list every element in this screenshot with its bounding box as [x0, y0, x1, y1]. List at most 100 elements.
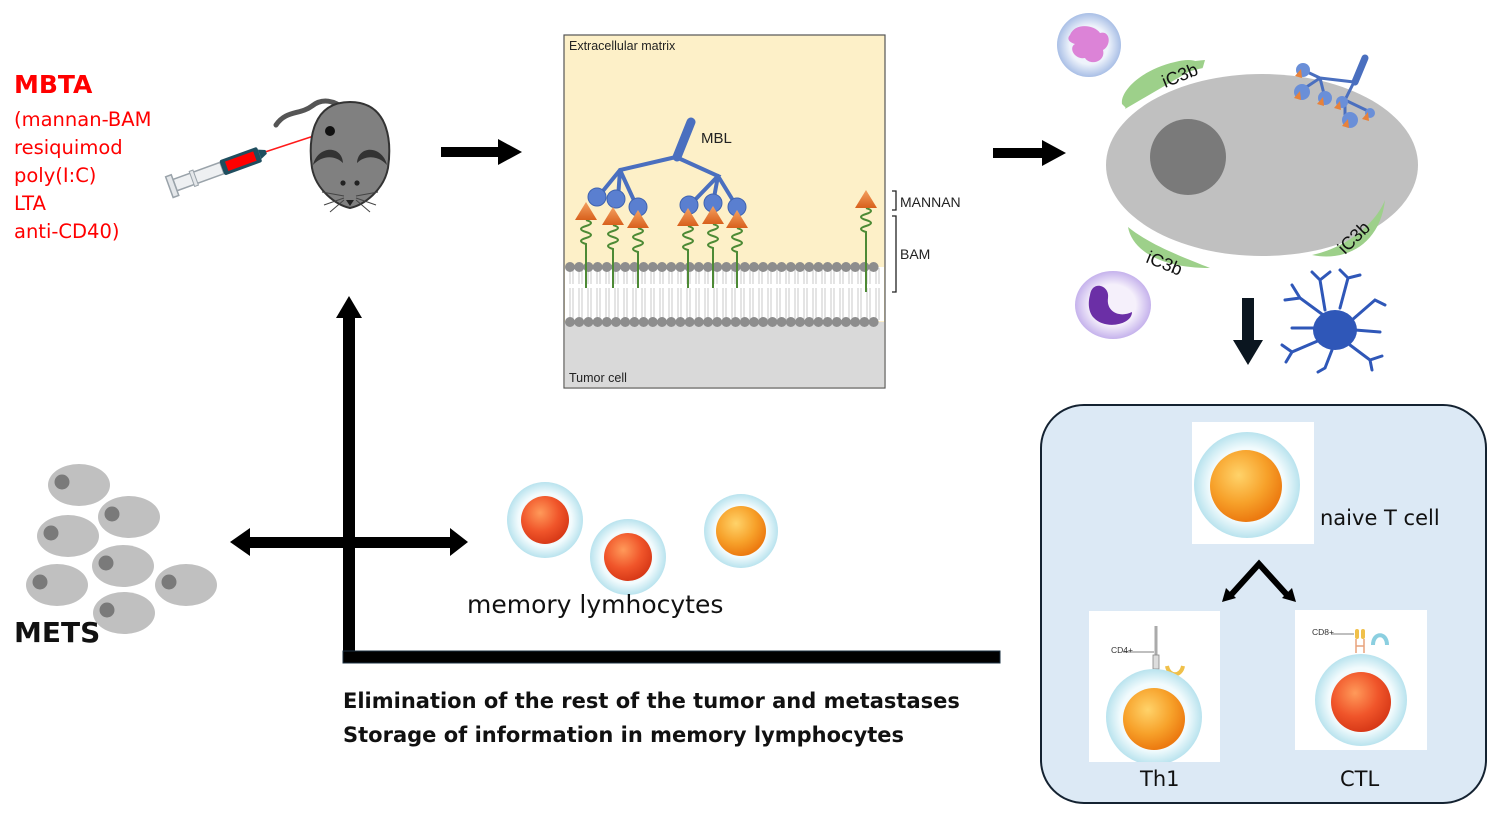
cross-arrows [230, 296, 1001, 664]
lipid-head [657, 317, 667, 327]
lipid-head [785, 262, 796, 272]
mannan-icon [855, 190, 877, 208]
metastatic-cell [48, 464, 110, 506]
lipid-head [758, 262, 769, 272]
lipid-head [822, 317, 833, 327]
th1-label: Th1 [1140, 767, 1180, 791]
mannan-bracket [892, 190, 897, 211]
lipid-head [730, 317, 741, 327]
lipid-head [583, 262, 594, 272]
lipid-head [666, 317, 677, 327]
lipid-head [850, 262, 861, 272]
memory-lymphocytes [507, 482, 778, 595]
lipid-head [868, 317, 879, 327]
lipid-head [620, 262, 631, 272]
bottom-flow-line [342, 650, 1001, 664]
treatment-component: resiquimod [14, 136, 123, 159]
lipid-head [721, 317, 732, 327]
lipid-head [859, 317, 870, 327]
memory-cell [590, 519, 666, 595]
naive-t-cell-image [1192, 422, 1314, 544]
t-cell-differentiation-panel: naive T cell CD4+ CD8+ Th1 CTL [1040, 404, 1487, 804]
th1-cell-icon [1106, 626, 1202, 765]
metastatic-cell [93, 592, 155, 634]
lipid-head [767, 262, 778, 272]
mannan-icon [575, 202, 597, 220]
lipid-head [693, 317, 704, 327]
lipid-head [684, 262, 695, 272]
horizontal-flow-line [247, 537, 452, 548]
mbl-label: MBL [701, 130, 732, 147]
mannan-icon [702, 206, 724, 224]
mannan-bam-conjugate [627, 210, 649, 288]
treatment-component: poly(I:C) [14, 164, 97, 187]
lipid-head [629, 317, 640, 327]
lipid-head [795, 262, 805, 272]
lipid-head [601, 317, 612, 327]
lipid-heads-inner [565, 317, 879, 327]
lipid-head [592, 262, 603, 272]
treatment-title: MBTA [14, 70, 93, 99]
lipid-head [647, 262, 658, 272]
memory-lymphocytes-label: memory lymhocytes [467, 590, 724, 619]
lipid-head [565, 317, 575, 327]
arrow-right-icon [441, 139, 522, 165]
lipid-head [712, 317, 723, 327]
lipid-head [776, 262, 787, 272]
arrow-left-icon [230, 528, 250, 556]
metastatic-cell [92, 545, 154, 587]
lipid-head [574, 317, 585, 327]
mannan-bam-conjugate [855, 190, 877, 292]
mannan-bam-conjugates [575, 190, 877, 292]
lipid-head [730, 262, 741, 272]
ctl-cell-image: CD8+ [1295, 610, 1427, 750]
lipid-head [565, 262, 575, 272]
monocyte-icon [1075, 271, 1151, 339]
syringe-icon [164, 129, 333, 199]
mannan-icon [677, 208, 699, 226]
mouse-icon [273, 98, 391, 213]
lipid-head [583, 317, 594, 327]
metastatic-cell [26, 564, 88, 606]
summary-text: Elimination of the rest of the tumor and… [343, 684, 960, 752]
mannan-bam-conjugate [726, 210, 748, 288]
lipid-head [638, 317, 649, 327]
lipid-head [693, 262, 704, 272]
lipid-head [841, 262, 851, 272]
mannan-icon [602, 207, 624, 225]
lipid-head [795, 317, 805, 327]
lipid-head [574, 262, 585, 272]
branch-arrows-icon [1222, 559, 1296, 602]
tumor-cell-label: Tumor cell [569, 371, 627, 385]
mannan-icon [726, 210, 748, 228]
mbl-bound-icon [1294, 54, 1375, 128]
lipid-heads-outer [565, 262, 879, 272]
mbl-crd-heads [587, 187, 747, 217]
lipid-head [859, 262, 870, 272]
extracellular-matrix-label: Extracellular matrix [569, 39, 676, 53]
metastasis-cells [26, 464, 217, 634]
naive-t-cell-icon [1194, 432, 1300, 538]
mannan-bam-conjugate [575, 202, 597, 288]
lipid-head [647, 317, 658, 327]
lipid-head [749, 262, 759, 272]
naive-t-cell-label: naive T cell [1320, 506, 1440, 530]
lipid-head [703, 262, 713, 272]
lipid-head [684, 317, 695, 327]
memory-cell [507, 482, 583, 558]
mbl-crd-head [587, 187, 607, 207]
treatment-component: (mannan-BAM [14, 108, 152, 131]
lipid-head [620, 317, 631, 327]
summary-line: Storage of information in memory lymphoc… [343, 723, 904, 747]
lipid-head [785, 317, 796, 327]
lipid-head [804, 317, 815, 327]
vertical-flow-line [343, 315, 355, 663]
arrow-right-icon [993, 140, 1066, 166]
mannan-icon [627, 210, 649, 228]
neutrophil-icon [1057, 13, 1121, 77]
lipid-head [629, 262, 640, 272]
lipid-head [813, 317, 824, 327]
lipid-head [767, 317, 778, 327]
ctl-label: CTL [1340, 767, 1380, 791]
mannan-bam-conjugate [702, 206, 724, 288]
